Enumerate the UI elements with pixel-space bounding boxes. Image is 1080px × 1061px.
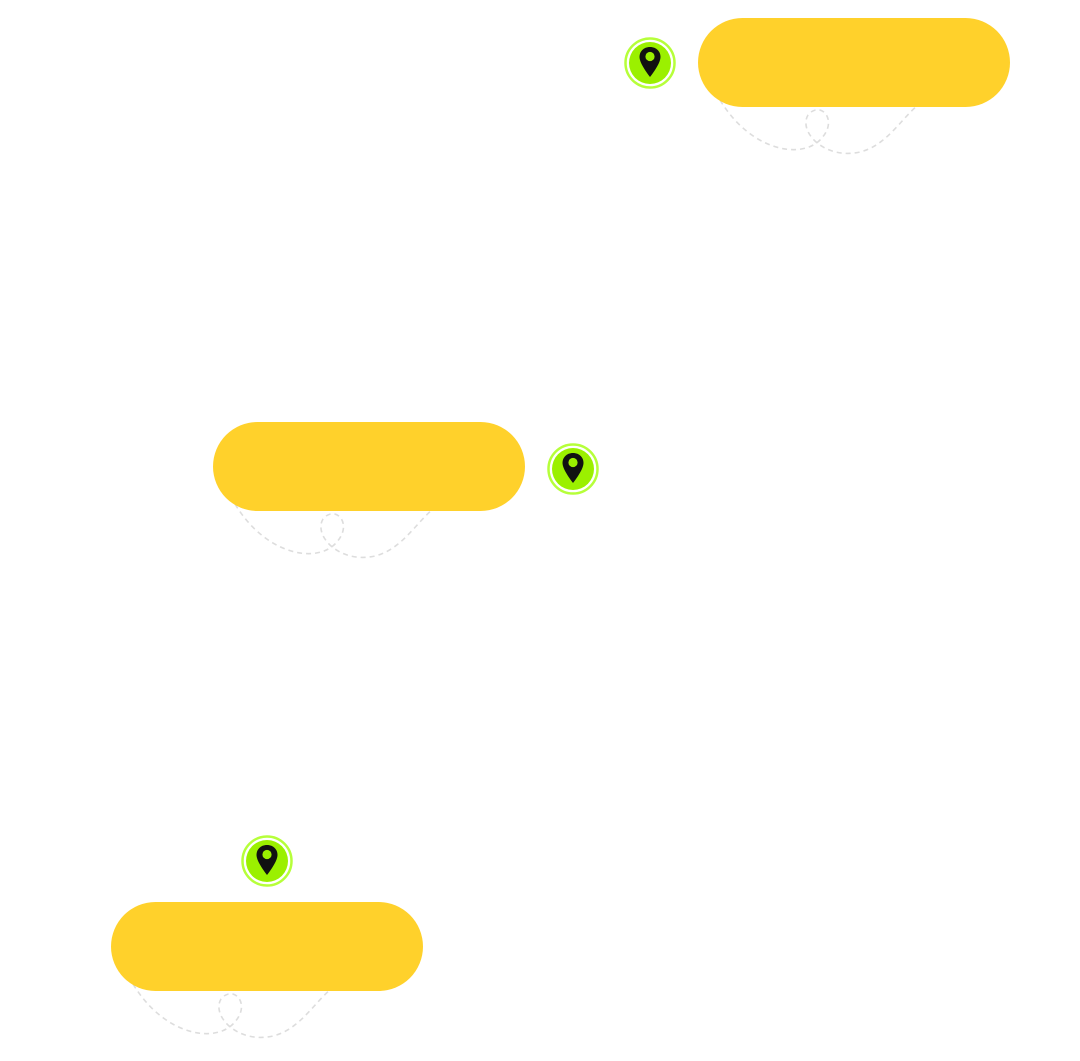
step-label-pill[interactable] xyxy=(111,902,423,991)
step-label-pill[interactable] xyxy=(698,18,1010,107)
step-label-pill[interactable] xyxy=(213,422,525,511)
location-pin-icon xyxy=(546,442,600,496)
location-pin-icon xyxy=(240,834,294,888)
location-pin-icon xyxy=(623,36,677,90)
